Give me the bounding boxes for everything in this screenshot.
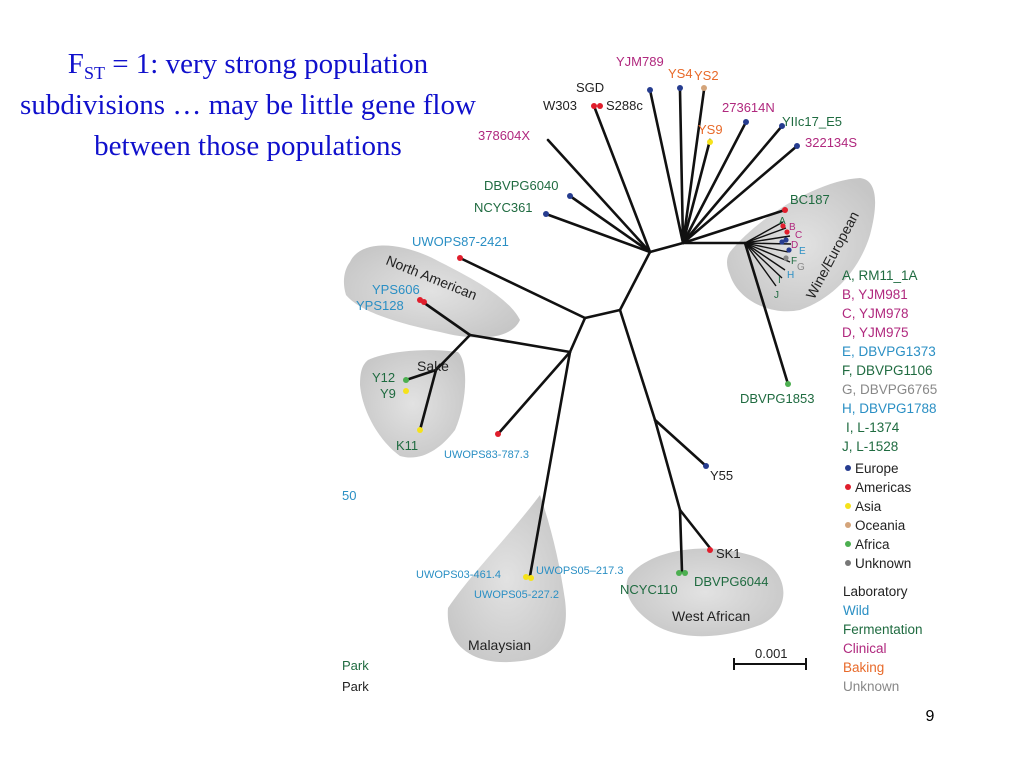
- key-strain-j: J, L-1528: [842, 439, 898, 454]
- legend-dot-unknown: [845, 560, 851, 566]
- title-lead: F: [67, 48, 84, 80]
- label-dbvpg1853: DBVPG1853: [740, 391, 814, 406]
- legend-dot-asia: [845, 503, 851, 509]
- title-subscript: ST: [83, 63, 105, 83]
- cluster-letter-h: H: [787, 270, 794, 281]
- legend-source-wild: Wild: [843, 603, 869, 618]
- label-yiic17-e5: YIIc17_E5: [782, 114, 842, 129]
- label-y12: Y12: [372, 370, 395, 385]
- label-dbvpg6044: DBVPG6044: [694, 574, 768, 589]
- label-273614n: 273614N: [722, 100, 775, 115]
- cropped-fragment-park-2: Park: [342, 679, 369, 694]
- cluster-letter-e: E: [799, 246, 806, 257]
- cluster-letter-a: A: [779, 216, 786, 227]
- label-ys2: YS2: [694, 68, 719, 83]
- label-378604x: 378604X: [478, 128, 530, 143]
- clade-shade-north-american: [343, 245, 520, 338]
- legend-dot-oceania: [845, 522, 851, 528]
- label-s288c: S288c: [606, 98, 643, 113]
- key-strain-b: B, YJM981: [842, 287, 908, 302]
- cluster-letter-j: J: [774, 290, 779, 301]
- tree-branches: [404, 88, 799, 578]
- label-ys4: YS4: [668, 66, 693, 81]
- legend-region-asia: Asia: [855, 499, 882, 514]
- label-w303: W303: [543, 98, 577, 113]
- key-strain-a: A, RM11_1A: [842, 268, 918, 283]
- label-y55: Y55: [710, 468, 733, 483]
- label-y9: Y9: [380, 386, 396, 401]
- label-ncyc361: NCYC361: [474, 200, 533, 215]
- label-sgd: SGD: [576, 80, 604, 95]
- label-uwops83-787-3: UWOPS83-787.3: [444, 449, 529, 461]
- label-uwops05-227-2: UWOPS05-227.2: [474, 589, 559, 601]
- cluster-letter-d: D: [791, 240, 798, 251]
- leaf-dots: [403, 85, 800, 581]
- label-uwops03-461-4: UWOPS03-461.4: [416, 569, 501, 581]
- label-dbvpg6040: DBVPG6040: [484, 178, 558, 193]
- label-yps128: YPS128: [356, 298, 404, 313]
- page-number: 9: [925, 708, 935, 725]
- legend-region-oceania: Oceania: [855, 518, 906, 533]
- key-strain-h: H, DBVPG1788: [842, 401, 937, 416]
- legend-region-unknown: Unknown: [855, 556, 911, 571]
- legend-source-clinical: Clinical: [843, 641, 887, 656]
- label-uwops05-217-3: UWOPS05–217.3: [536, 565, 623, 577]
- legend-source-fermentation: Fermentation: [843, 622, 923, 637]
- clade-shade-sake: [360, 350, 466, 458]
- clade-label-west-african: West African: [672, 608, 750, 624]
- clade-label-malaysian: Malaysian: [468, 637, 531, 653]
- cropped-fragment-50: 50: [342, 488, 356, 503]
- key-strain-g: G, DBVPG6765: [842, 382, 937, 397]
- title-text: = 1: very strong population subdivisions…: [20, 48, 476, 162]
- key-strain-c: C, YJM978: [842, 306, 909, 321]
- key-strain-e: E, DBVPG1373: [842, 344, 936, 359]
- label-ys9: YS9: [698, 122, 723, 137]
- strain-key: A, RM11_1A B, YJM981 C, YJM978 D, YJM975…: [842, 268, 937, 454]
- cluster-letter-b: B: [789, 222, 796, 233]
- label-322134s: 322134S: [805, 135, 857, 150]
- cluster-letter-f: F: [791, 256, 797, 267]
- legend-dot-africa: [845, 541, 851, 547]
- scale-bar-label: 0.001: [755, 646, 788, 661]
- clade-shade-west-african: [626, 548, 784, 637]
- cluster-letter-i: I: [778, 275, 781, 286]
- slide-title: FST = 1: very strong population subdivis…: [20, 44, 476, 167]
- legend-dot-europe: [845, 465, 851, 471]
- key-strain-d: D, YJM975: [842, 325, 909, 340]
- label-uwops87-2421: UWOPS87-2421: [412, 234, 509, 249]
- key-strain-f: F, DBVPG1106: [842, 363, 933, 378]
- label-sk1: SK1: [716, 546, 741, 561]
- legend-region-americas: Americas: [855, 480, 912, 495]
- region-legend: Europe Americas Asia Oceania Africa Unkn…: [845, 461, 912, 571]
- label-ncyc110: NCYC110: [620, 582, 678, 597]
- clade-shade-wine-european: [727, 178, 876, 312]
- legend-source-baking: Baking: [843, 660, 884, 675]
- cluster-letter-g: G: [797, 262, 805, 273]
- label-bc187: BC187: [790, 192, 830, 207]
- legend-dot-americas: [845, 484, 851, 490]
- label-k11: K11: [396, 438, 418, 453]
- legend-region-africa: Africa: [855, 537, 890, 552]
- wine-cluster-branches: [744, 221, 792, 287]
- scale-bar: [733, 658, 807, 670]
- clade-label-sake: Sake: [417, 358, 449, 374]
- label-yps606: YPS606: [372, 282, 420, 297]
- label-yjm789: YJM789: [616, 54, 664, 69]
- cluster-letter-c: C: [795, 230, 802, 241]
- cropped-fragment-park-1: Park: [342, 658, 369, 673]
- wine-cluster-letters: A B C D E F G H I J: [774, 216, 806, 301]
- legend-source-laboratory: Laboratory: [843, 584, 908, 599]
- legend-region-europe: Europe: [855, 461, 899, 476]
- key-strain-i: I, L-1374: [846, 420, 900, 435]
- source-legend: Laboratory Wild Fermentation Clinical Ba…: [843, 584, 923, 694]
- legend-source-unknown: Unknown: [843, 679, 899, 694]
